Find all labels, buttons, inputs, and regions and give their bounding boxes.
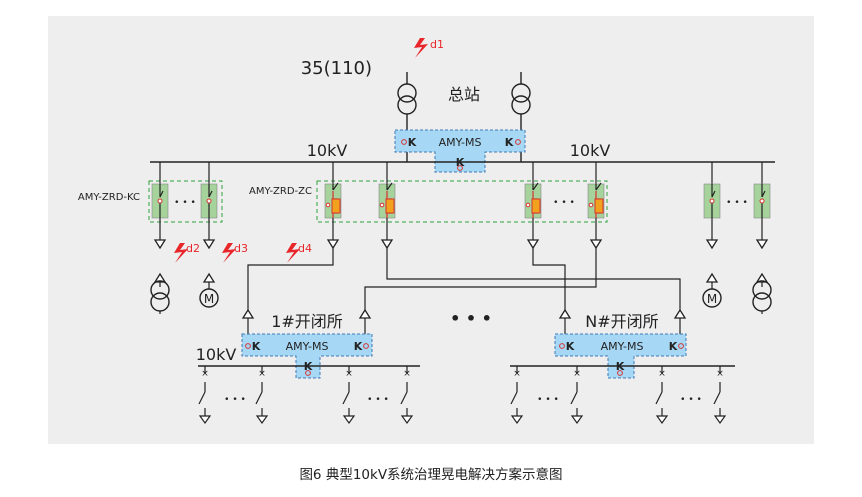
k-label: K — [505, 136, 514, 149]
zc-group: AMY-ZRD-ZC • • • — [249, 162, 608, 249]
zc-label: AMY-ZRD-ZC — [249, 186, 312, 197]
fault-label-d2: d2 — [186, 242, 200, 255]
source-voltage-label: 35(110) — [301, 58, 372, 79]
ms-unit-label: AMY-MS — [439, 136, 482, 149]
substation-1: 1#开闭所 K K K AMY-MS 10kV • • • • • • — [196, 309, 420, 424]
motor-icon — [199, 288, 219, 308]
system-diagram: × 35(110) d1 总站 K K K AMY-MS 10kV 10kV — [48, 16, 814, 444]
main-station: 35(110) d1 总站 K K K AMY-MS — [301, 38, 531, 173]
ms-unit-label: AMY-MS — [601, 340, 644, 353]
ellipsis: • • • — [680, 395, 702, 405]
k-label: K — [354, 340, 363, 353]
motor-icon — [702, 288, 722, 308]
ms-unit-label: AMY-MS — [286, 340, 329, 353]
k-label: K — [408, 136, 417, 149]
station-label: 总站 — [448, 85, 480, 104]
fault-label-d3: d3 — [234, 242, 248, 255]
ellipsis: • • • — [224, 395, 246, 405]
figure-caption: 图6 典型10kV系统治理晃电解决方案示意图 — [299, 467, 563, 483]
ellipsis-big: • • • — [450, 309, 492, 328]
kc-group: AMY-ZRD-KC • • • M d2 d3 — [78, 162, 248, 314]
ms-unit-subN — [554, 333, 687, 379]
k-label: K — [252, 340, 261, 353]
ellipsis: • • • — [726, 198, 748, 208]
main-bus: 10kV 10kV — [150, 141, 775, 163]
diagram-background — [48, 16, 814, 444]
ellipsis: • • • — [537, 395, 559, 405]
bus-label-right: 10kV — [570, 141, 611, 160]
motor-label: M — [707, 292, 717, 306]
interconnect-cables: d4 — [247, 242, 681, 310]
motor-label: M — [204, 292, 214, 306]
k-label: K — [669, 340, 678, 353]
bus-label-left: 10kV — [307, 141, 348, 160]
ms-unit-sub1 — [241, 333, 373, 379]
ms-unit-main — [394, 129, 526, 173]
ellipsis: • • • — [174, 198, 196, 208]
kc-label: AMY-ZRD-KC — [78, 192, 140, 203]
substation-N: N#开闭所 K K K AMY-MS • • • • • • — [510, 309, 735, 424]
right-feeders: • • • M — [702, 162, 772, 314]
substation-N-label: N#开闭所 — [585, 312, 658, 331]
ellipsis: • • • — [367, 395, 389, 405]
substation-1-label: 1#开闭所 — [271, 312, 343, 331]
k-label: K — [566, 340, 575, 353]
fault-label-d1: d1 — [430, 38, 444, 51]
ellipsis: • • • — [553, 198, 575, 208]
substation-bus-label: 10kV — [196, 345, 237, 364]
fault-label-d4: d4 — [298, 242, 312, 255]
